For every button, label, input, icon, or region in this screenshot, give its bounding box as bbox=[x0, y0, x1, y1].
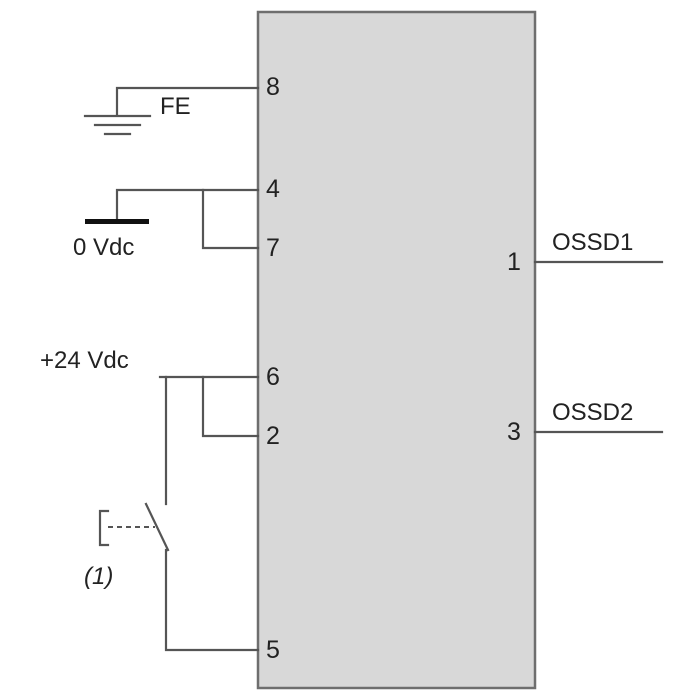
zero-vdc-connection: 0 Vdc bbox=[73, 188, 260, 261]
pin-5-label: 5 bbox=[266, 636, 280, 664]
pin-1-label: 1 bbox=[507, 248, 521, 276]
pin-4-label: 4 bbox=[266, 175, 280, 203]
plus-24vdc-label: +24 Vdc bbox=[40, 347, 129, 374]
fe-label: FE bbox=[160, 93, 191, 120]
ossd2-label: OSSD2 bbox=[552, 399, 633, 426]
pin-2-label: 2 bbox=[266, 422, 280, 450]
ossd2-output: 3 OSSD2 bbox=[507, 399, 664, 446]
zero-vdc-label: 0 Vdc bbox=[73, 234, 134, 261]
pin-8-label: 8 bbox=[266, 73, 280, 101]
module-body bbox=[256, 10, 537, 690]
dc-supply-bar-icon bbox=[85, 219, 149, 224]
pin-7-label: 7 bbox=[266, 234, 280, 262]
plus-24vdc-connection: +24 Vdc (1) bbox=[40, 347, 260, 652]
switch-note-label: (1) bbox=[84, 563, 113, 590]
pin-6-label: 6 bbox=[266, 363, 280, 391]
ground-icon bbox=[83, 114, 152, 136]
fe-connection: FE bbox=[83, 86, 260, 136]
pin-3-label: 3 bbox=[507, 418, 521, 446]
pushbutton-switch-icon bbox=[98, 502, 170, 552]
ossd1-label: OSSD1 bbox=[552, 229, 633, 256]
ossd1-output: 1 OSSD1 bbox=[507, 229, 664, 276]
